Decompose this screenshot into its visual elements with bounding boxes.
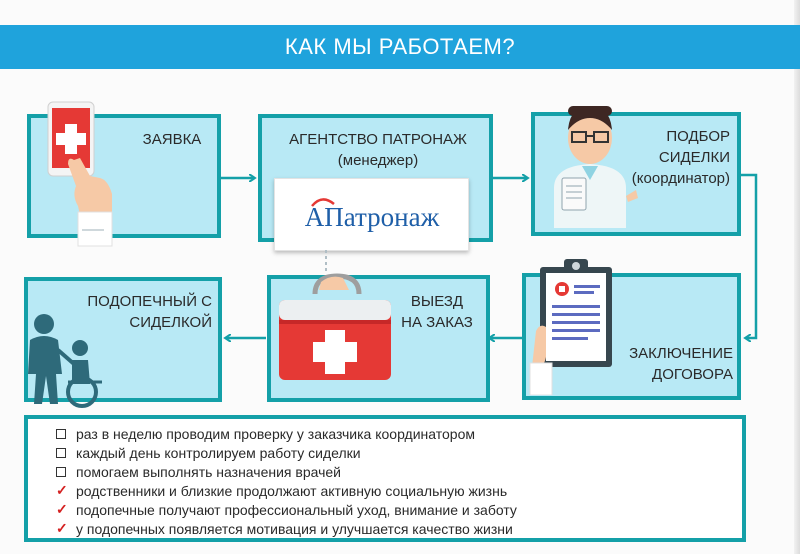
- checkmark-icon: ✓: [56, 501, 68, 517]
- benefits-panel: [24, 415, 746, 542]
- checkbox-icon: [56, 466, 66, 477]
- step-contract-label: ЗАКЛЮЧЕНИЕ ДОГОВОРА: [629, 345, 733, 383]
- edge-shadow: [794, 0, 800, 554]
- phone-hand-icon: [47, 101, 113, 247]
- list-item: ✓ у подопечных появляется мотивация и ул…: [56, 520, 513, 537]
- step-agency-label: АГЕНТСТВО ПАТРОНАЖ (менеджер): [289, 131, 467, 169]
- svg-text:АПатронаж: АПатронаж: [304, 202, 439, 232]
- checkbox-icon: [56, 447, 66, 458]
- step-visit-label: ВЫЕЗД НА ЗАКАЗ: [401, 293, 473, 331]
- list-item: каждый день контролируем работу сиделки: [56, 443, 361, 462]
- list-item: раз в неделю проводим проверку у заказчи…: [56, 424, 475, 443]
- agency-logo: АПатронаж: [274, 178, 469, 251]
- logo-hanger: [325, 250, 327, 272]
- arrow-selection-contract: [741, 173, 758, 338]
- medical-kit-icon: [279, 273, 391, 380]
- checkmark-icon: ✓: [56, 482, 68, 498]
- step-selection-label: ПОДБОР СИДЕЛКИ (координатор): [631, 128, 730, 187]
- doctor-icon: [554, 106, 638, 228]
- step-ward-label: ПОДОПЕЧНЫЙ С СИДЕЛКОЙ: [87, 293, 212, 331]
- checkmark-icon: ✓: [56, 520, 68, 536]
- list-item: помогаем выполнять назначения врачей: [56, 462, 341, 481]
- caregiver-wheelchair-icon: [28, 314, 102, 408]
- title-bar: КАК МЫ РАБОТАЕМ?: [0, 25, 800, 69]
- page-title: КАК МЫ РАБОТАЕМ?: [284, 34, 516, 59]
- clipboard-icon: [529, 259, 612, 395]
- list-item: ✓ родственники и близкие продолжают акти…: [56, 482, 508, 499]
- step-request-label: ЗАЯВКА: [142, 131, 202, 148]
- list-item: ✓ подопечные получают профессиональный у…: [56, 501, 517, 518]
- logo-mark: АПатронаж: [304, 197, 439, 232]
- checkbox-icon: [56, 428, 66, 439]
